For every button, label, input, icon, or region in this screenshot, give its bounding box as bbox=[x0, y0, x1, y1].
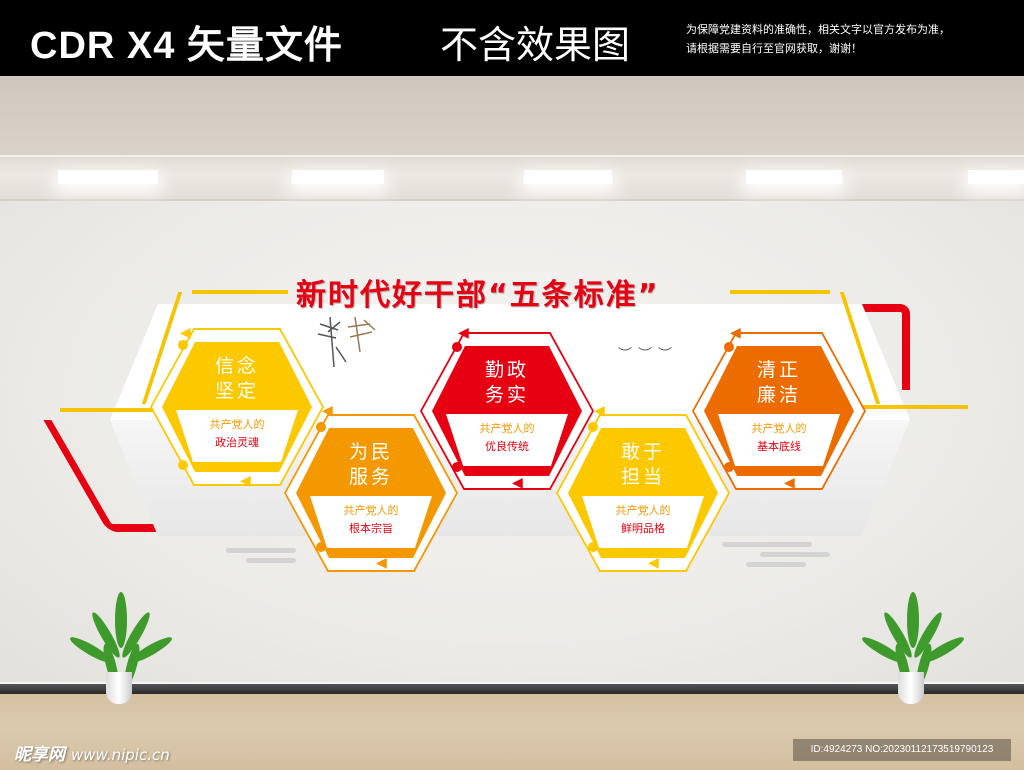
arrow-left-icon: ◀ bbox=[180, 325, 191, 341]
hex-badge: 勤政务实 共产党人的优良传统 bbox=[432, 346, 582, 476]
site-url[interactable]: www.nipic.cn bbox=[71, 746, 170, 764]
ceiling-light bbox=[968, 170, 1024, 184]
arrow-left-icon: ◀ bbox=[784, 475, 795, 491]
arrow-left-icon: ◀ bbox=[322, 403, 333, 419]
dot bbox=[316, 542, 326, 552]
plant-pot bbox=[106, 672, 132, 704]
arrow-left-icon: ◀ bbox=[376, 555, 387, 571]
frame-line bbox=[192, 290, 288, 294]
dot bbox=[588, 422, 598, 432]
birds-icon: ︶︶︶ bbox=[618, 347, 678, 363]
plant-pot bbox=[898, 672, 924, 704]
baseboard bbox=[0, 682, 1024, 694]
cloud-decor bbox=[746, 562, 806, 567]
dot bbox=[178, 340, 188, 350]
dot bbox=[724, 342, 734, 352]
format-label: CDR X4 矢量文件 bbox=[30, 25, 343, 67]
standard-card-3: 勤政务实 共产党人的优良传统 bbox=[420, 332, 594, 490]
board-title: 新时代好干部“五条标准” bbox=[296, 278, 660, 313]
arrow-left-icon: ◀ bbox=[240, 473, 251, 489]
arrow-left-icon: ◀ bbox=[512, 475, 523, 491]
cloud-decor bbox=[246, 558, 296, 563]
cloud-decor bbox=[722, 542, 812, 547]
ceiling-light bbox=[292, 170, 384, 184]
frame-line bbox=[60, 408, 170, 412]
standard-card-2: 为民服务 共产党人的根本宗旨 bbox=[284, 414, 458, 572]
hex-badge: 为民服务 共产党人的根本宗旨 bbox=[296, 428, 446, 558]
notice-text: 为保障党建资料的准确性，相关文字以官方发布为准， 请根据需要自行至官网获取，谢谢… bbox=[686, 23, 950, 55]
frame-line bbox=[730, 290, 830, 294]
top-banner: CDR X4 矢量文件 不含效果图 为保障党建资料的准确性，相关文字以官方发布为… bbox=[0, 0, 1024, 76]
ceiling-beam bbox=[0, 155, 1024, 201]
image-id-badge: ID:4924273 NO:20230112173519790123 bbox=[793, 739, 1011, 761]
standard-card-1: 信念坚定 共产党人的政治灵魂 bbox=[150, 328, 324, 486]
ceiling bbox=[0, 76, 1024, 156]
standard-card-5: 清正廉洁 共产党人的基本底线 bbox=[692, 332, 866, 490]
hex-badge: 清正廉洁 共产党人的基本底线 bbox=[704, 346, 854, 476]
hex-badge: 信念坚定 共产党人的政治灵魂 bbox=[162, 342, 312, 472]
arrow-left-icon: ◀ bbox=[648, 555, 659, 571]
arrow-left-icon: ◀ bbox=[594, 403, 605, 419]
dot bbox=[452, 342, 462, 352]
bamboo-icon bbox=[317, 316, 376, 368]
standard-card-4: 敢于担当 共产党人的鲜明品格 bbox=[556, 414, 730, 572]
hex-badge: 敢于担当 共产党人的鲜明品格 bbox=[568, 428, 718, 558]
ceiling-light bbox=[746, 170, 842, 184]
arrow-left-icon: ◀ bbox=[730, 325, 741, 341]
dot bbox=[452, 462, 462, 472]
cloud-decor bbox=[226, 548, 296, 553]
dot bbox=[178, 460, 188, 470]
ceiling-light bbox=[524, 170, 612, 184]
dot bbox=[588, 542, 598, 552]
dot bbox=[316, 422, 326, 432]
frame-line bbox=[860, 405, 968, 409]
ceiling-light bbox=[58, 170, 158, 184]
cloud-decor bbox=[760, 552, 830, 557]
potted-plant-icon bbox=[862, 592, 964, 687]
arrow-left-icon: ◀ bbox=[458, 325, 469, 341]
dot bbox=[724, 462, 734, 472]
effect-label: 不含效果图 bbox=[440, 23, 631, 67]
